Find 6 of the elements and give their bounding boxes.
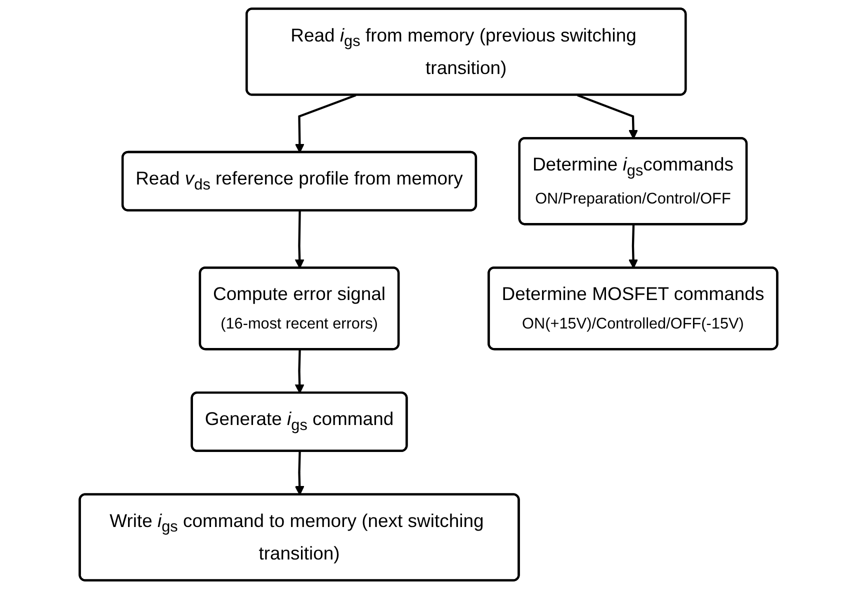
arrow <box>577 94 638 140</box>
arrow <box>294 94 356 153</box>
arrow <box>294 350 304 394</box>
arrow <box>628 224 638 269</box>
arrow <box>294 451 304 496</box>
arrow <box>294 210 304 269</box>
